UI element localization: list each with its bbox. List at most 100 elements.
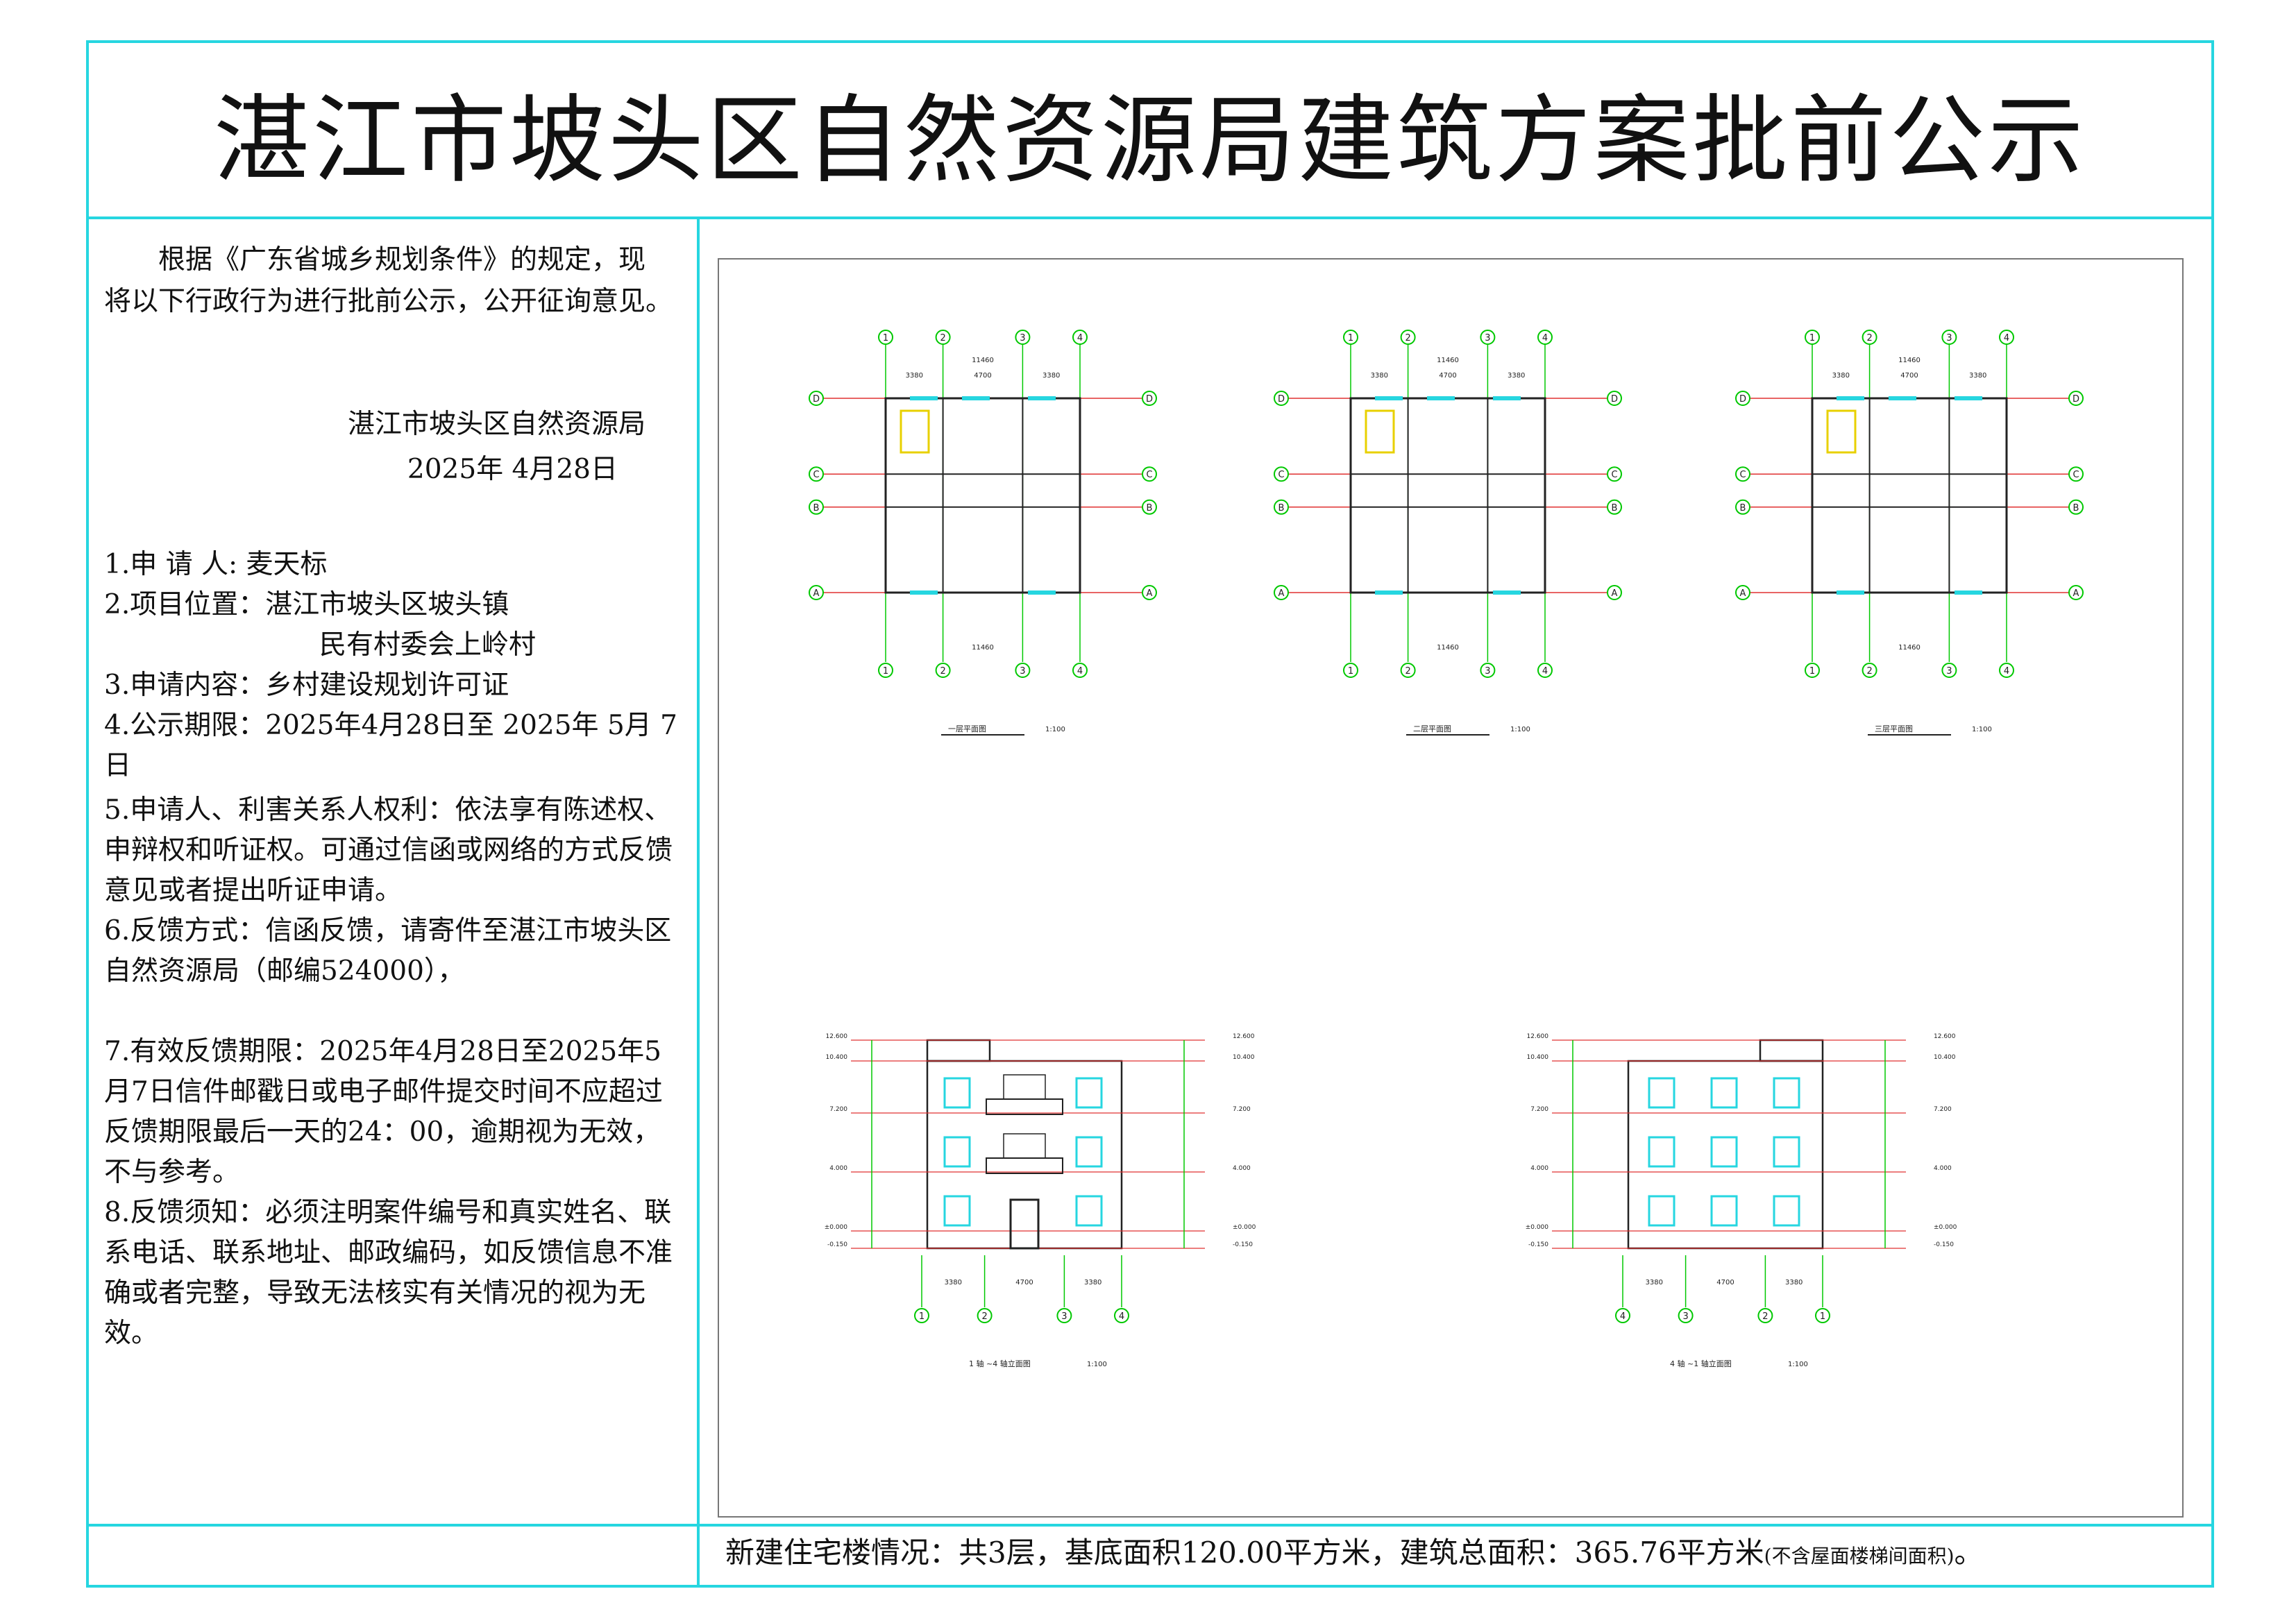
plan0-col-4-circle xyxy=(1072,330,1088,345)
elev1-lvl-l-1: 10.400 xyxy=(1527,1054,1549,1061)
plan0-colb-4-circle xyxy=(1072,663,1088,678)
plan2-window-4 xyxy=(1955,590,1982,595)
plan2-rowr-C-label: C xyxy=(2073,470,2079,480)
plan1-col-4-circle xyxy=(1537,330,1553,345)
plan1-row-B-circle xyxy=(1274,499,1289,515)
column-divider xyxy=(697,216,700,1588)
plan2-caption: 三层平面图 xyxy=(1875,724,1913,733)
plan1-scale: 1:100 xyxy=(1510,726,1530,733)
elev0-dim-1: 4700 xyxy=(1015,1279,1033,1286)
plan0-rowr-B-circle xyxy=(1142,499,1157,515)
plan0-rowr-C-label: C xyxy=(1146,470,1152,480)
plan0-dimtop-0: 3380 xyxy=(906,372,923,380)
plan0-colb-1-circle xyxy=(878,663,893,678)
elev0-lvl-l-1: 10.400 xyxy=(826,1054,848,1061)
plan2-dimtop-1: 4700 xyxy=(1900,372,1918,380)
item-content: 3.申请内容：乡村建设规划许可证 xyxy=(104,670,509,701)
plan1-rowr-C-label: C xyxy=(1611,470,1617,480)
item-period: 4.公示期限：2025年4月28日至 2025年 5月 7日 xyxy=(104,710,677,781)
plan2-rowr-B-circle xyxy=(2068,499,2084,515)
plan1-dimtotal-b: 11460 xyxy=(1437,644,1459,652)
plan1-rowr-D-circle xyxy=(1607,391,1622,406)
item-feedback-deadline: 7.有效反馈期限：2025年4月28日至2025年5月7日信件邮戳日或电子邮件提… xyxy=(104,1036,663,1188)
elev1-axis-1-circle xyxy=(1815,1308,1830,1323)
elev1-dim-2: 3380 xyxy=(1785,1279,1803,1286)
elev0-lvl-r-2: 7.200 xyxy=(1233,1106,1251,1113)
elev1-roof-stair xyxy=(1759,1039,1824,1062)
elev1-axis-4-label: 4 xyxy=(1620,1311,1626,1322)
elev1-win-2-2 xyxy=(1773,1195,1800,1227)
plan1-row-D-label: D xyxy=(1278,394,1285,405)
plan0-row-C-circle xyxy=(809,466,824,482)
elev1-win-1-0 xyxy=(1648,1136,1675,1168)
plan2-col-3-circle xyxy=(1941,330,1957,345)
elev0-win-1-0 xyxy=(943,1136,971,1168)
plan0-outer-wall xyxy=(884,397,1081,594)
elev1-dim-0: 3380 xyxy=(1646,1279,1663,1286)
plan0-caption: 一层平面图 xyxy=(948,724,986,733)
elev0-win-2-0 xyxy=(943,1195,971,1227)
plan2-rowr-B-label: B xyxy=(2073,503,2079,513)
plan2-row-A-label: A xyxy=(1740,588,1746,599)
plan0-row-D-circle xyxy=(809,391,824,406)
plan0-row-B-circle xyxy=(809,499,824,515)
plan0-col-2-circle xyxy=(935,330,951,345)
plan2-row-D-circle xyxy=(1735,391,1750,406)
plan2-rowr-A-circle xyxy=(2068,585,2084,600)
item-feedback-method: 6.反馈方式：信函反馈，请寄件至湛江市坡头区自然资源局（邮编524000）， xyxy=(104,915,672,987)
plan2-col-3-label: 3 xyxy=(1946,333,1952,343)
notice-issuer: 湛江市坡头区自然资源局 xyxy=(347,409,645,440)
elev1-body xyxy=(1627,1060,1824,1250)
plan1-col-3-circle xyxy=(1480,330,1496,345)
footer-divider xyxy=(86,1524,2214,1527)
plan1-colb-2-label: 2 xyxy=(1405,666,1410,677)
plan0-window-3 xyxy=(910,590,938,595)
notice-date: 2025年 4月28日 xyxy=(407,454,618,485)
plan1-colb-1-circle xyxy=(1343,663,1358,678)
elev0-axis-4-label: 4 xyxy=(1119,1311,1124,1322)
elev0-win-1-1 xyxy=(1075,1136,1103,1168)
plan1-colb-4-circle xyxy=(1537,663,1553,678)
elev1-lvl-l-4: ±0.000 xyxy=(1526,1224,1549,1231)
plan1-window-4 xyxy=(1493,590,1521,595)
plan1-row-C-circle xyxy=(1274,466,1289,482)
plan1-row-B-label: B xyxy=(1278,503,1285,513)
elev0-lvl-r-3: 4.000 xyxy=(1233,1165,1251,1172)
plan1-stair xyxy=(1365,409,1395,454)
plan1-window-2 xyxy=(1493,396,1521,400)
elev0-lvl-l-0: 12.600 xyxy=(826,1033,848,1040)
plan1-caption: 二层平面图 xyxy=(1413,724,1451,733)
plan0-colb-2-circle xyxy=(935,663,951,678)
elev0-balcony-0 xyxy=(986,1098,1063,1115)
plan1-rowr-B-circle xyxy=(1607,499,1622,515)
plan2-col-1-circle xyxy=(1805,330,1820,345)
plan1-colb-3-label: 3 xyxy=(1485,666,1490,677)
plan2-window-1 xyxy=(1889,396,1916,400)
elev1-win-2-0 xyxy=(1648,1195,1675,1227)
plan2-row-C-circle xyxy=(1735,466,1750,482)
elev0-dim-2: 3380 xyxy=(1084,1279,1101,1286)
elev0-axis-1-label: 1 xyxy=(919,1311,925,1322)
plan0-col-4-label: 4 xyxy=(1077,333,1083,343)
plan0-window-4 xyxy=(1028,590,1056,595)
elev0-axis-3-label: 3 xyxy=(1061,1311,1067,1322)
summary-main: 新建住宅楼情况：共3层，基底面积120.00平方米，建筑总面积：365.76平方… xyxy=(725,1536,1764,1570)
plan2-scale: 1:100 xyxy=(1972,726,1992,733)
plan1-dimtop-2: 3380 xyxy=(1508,372,1525,380)
plan2-col-4-label: 4 xyxy=(2004,333,2009,343)
item-applicant: 1.申 请 人: 麦天标 xyxy=(104,549,328,580)
elev0-balcony-rail-0 xyxy=(1003,1074,1046,1100)
elev0-axis-3-circle xyxy=(1056,1308,1072,1323)
plan2-rowr-C-circle xyxy=(2068,466,2084,482)
plan2-dimtop-2: 3380 xyxy=(1969,372,1986,380)
plan1-window-1 xyxy=(1427,396,1455,400)
plan0-row-D-label: D xyxy=(813,394,820,405)
elev1-lvl-r-2: 7.200 xyxy=(1934,1106,1952,1113)
elev0-lvl-l-2: 7.200 xyxy=(829,1106,847,1113)
elev0-body xyxy=(926,1060,1123,1250)
elev1-dim-1: 4700 xyxy=(1716,1279,1734,1286)
plan2-col-1-label: 1 xyxy=(1809,333,1815,343)
plan0-col-2-label: 2 xyxy=(940,333,945,343)
elev0-caption: 1 轴 ~4 轴立面图 xyxy=(969,1359,1031,1368)
